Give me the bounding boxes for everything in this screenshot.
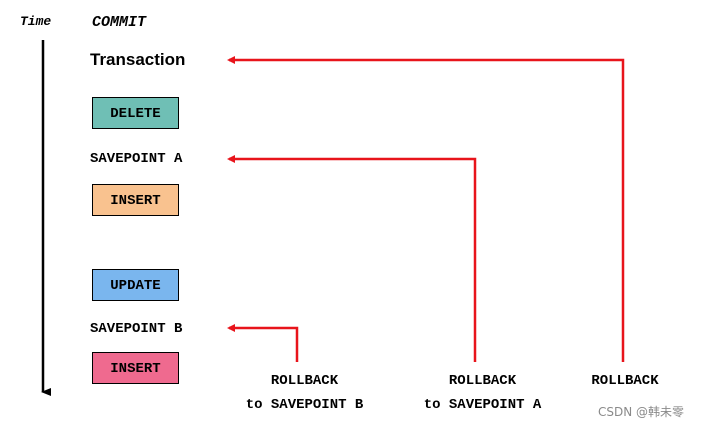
rollback-to-savepoint-b-label: ROLLBACK to SAVEPOINT B (222, 369, 387, 417)
insert-statement-box-1: INSERT (92, 184, 179, 216)
update-statement-box: UPDATE (92, 269, 179, 301)
savepoint-a-label: SAVEPOINT A (90, 151, 183, 167)
insert-statement-box-2: INSERT (92, 352, 179, 384)
rollback-to-savepoint-a-label: ROLLBACK to SAVEPOINT A (400, 369, 565, 417)
transaction-label: Transaction (90, 50, 186, 69)
commit-label: COMMIT (92, 14, 147, 31)
rollback-to-b-line1: ROLLBACK (270, 373, 339, 389)
rollback-to-a-arrow (227, 155, 477, 362)
rollback-label: ROLLBACK (591, 373, 659, 389)
watermark: CSDN @韩未零 (598, 405, 685, 419)
delete-statement-box: DELETE (92, 97, 179, 129)
rollback-to-b-arrow (227, 324, 299, 362)
rollback-to-a-line2: to SAVEPOINT A (423, 397, 542, 413)
rollback-full-arrow (227, 56, 625, 362)
time-label: Time (20, 14, 52, 29)
savepoint-b-label: SAVEPOINT B (90, 321, 183, 337)
rollback-to-b-line2: to SAVEPOINT B (245, 397, 364, 413)
rollback-to-a-line1: ROLLBACK (448, 373, 517, 389)
